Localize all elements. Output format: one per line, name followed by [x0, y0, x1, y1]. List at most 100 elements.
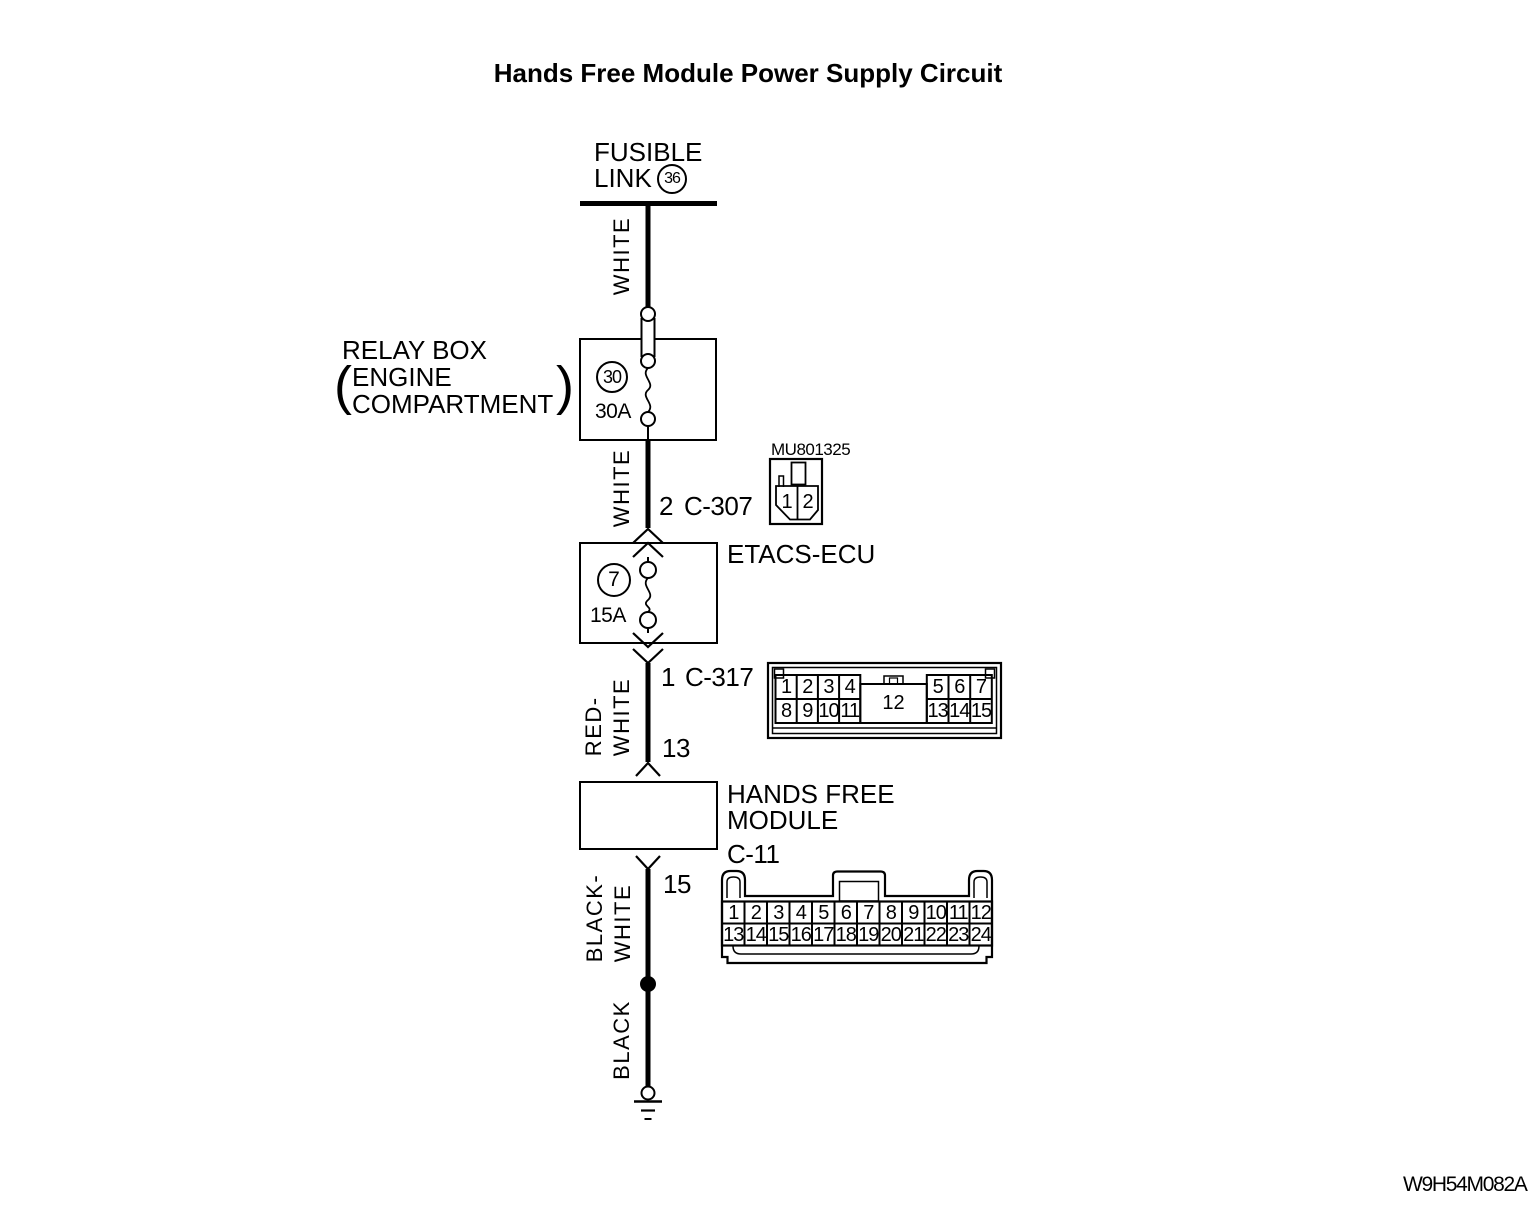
- c317-code-label: C-317: [685, 662, 754, 692]
- c11-connector-outline: [720, 869, 994, 965]
- connector-chevron-c317-box-side: [632, 632, 664, 649]
- hands-free-module-label-line1: HANDS FREE: [727, 779, 895, 809]
- fuse-15a-element: [644, 577, 652, 613]
- relay-box-label-line1: RELAY BOX: [342, 335, 487, 365]
- ground-terminal: [640, 1085, 656, 1101]
- wire-junction-dot: [640, 976, 656, 992]
- pin-number: 5: [932, 675, 944, 698]
- etacs-ecu-outline: [579, 542, 718, 644]
- pin-number: 18: [835, 923, 857, 946]
- pin-number: 6: [840, 901, 852, 924]
- pin-number: 10: [925, 901, 947, 924]
- pin-number: 2: [750, 901, 762, 924]
- pin-number: 20: [880, 923, 902, 946]
- pin-number: 1: [781, 491, 792, 513]
- pin-number: 10: [818, 699, 839, 722]
- c11-code-label: C-11: [727, 839, 780, 869]
- hands-free-module-label-line2: MODULE: [727, 805, 839, 835]
- relay-fuse-rating: 30A: [595, 400, 631, 423]
- connector-chevron-c11-in: [635, 761, 661, 777]
- pin-number: 4: [795, 901, 807, 924]
- connector-chevron-c307-wire-side: [632, 527, 664, 544]
- c11-bottom-tray: [732, 945, 980, 955]
- pin-number: 9: [802, 699, 813, 722]
- pin-number: 1: [781, 675, 792, 698]
- pin-number: 2: [802, 491, 813, 513]
- wire-color-label-white-2: WHITE: [609, 448, 634, 528]
- pin-number: 12: [970, 901, 992, 924]
- wire-color-black-white-line2: WHITE: [610, 883, 635, 963]
- pin-number: 11: [948, 901, 969, 924]
- relay-box-paren-open: (: [334, 356, 352, 416]
- relay-box-paren-close: ): [556, 356, 574, 416]
- c317-wire-pin-label: 1: [661, 662, 675, 692]
- fusible-link-label-line1: FUSIBLE: [594, 137, 703, 167]
- pin-number: 16: [790, 923, 812, 946]
- pin-number: 14: [745, 923, 767, 946]
- pin-number: 1: [728, 901, 739, 924]
- c317-center-tab: [883, 675, 904, 685]
- c11-center-tab-inner: [838, 880, 880, 902]
- pin-number: 7: [863, 901, 874, 924]
- fusible-link-capsule-mask: [642, 318, 654, 357]
- pin-number: 3: [823, 675, 834, 698]
- fusible-link-label-line2: LINK: [594, 163, 652, 193]
- wire-color-black-white-line1: BLACK-: [582, 873, 607, 963]
- pin-number: 13: [723, 923, 744, 946]
- etacs-fuse-number-badge: 7: [597, 563, 631, 597]
- pin-number: 5: [818, 901, 829, 924]
- wire-color-red-white-line1: RED-: [581, 696, 606, 757]
- pin-number: 7: [975, 675, 987, 698]
- relay-fuse-number-badge: 30: [596, 361, 628, 393]
- c11-ear-inner-left: [726, 876, 741, 898]
- fuse-15a-terminal-bottom: [639, 611, 657, 629]
- c317-center-pin: 12: [882, 692, 905, 714]
- pin-number: 11: [840, 699, 860, 722]
- connector-chevron-c307-box-side: [632, 541, 664, 558]
- etacs-fuse-number: 7: [608, 568, 620, 591]
- connector-chevron-c11-out: [635, 855, 661, 871]
- wire-color-label-black-white: BLACK- WHITE: [581, 874, 637, 962]
- pin-number: 22: [925, 923, 947, 946]
- c307-connector-outline: [768, 457, 824, 526]
- c317-module-pin-label: 13: [662, 733, 690, 763]
- c317-connector-inner: [771, 666, 998, 735]
- pin-number: 21: [903, 923, 924, 946]
- hands-free-module-outline: [579, 781, 718, 850]
- pin-number: 13: [927, 699, 949, 722]
- pin-number: 4: [844, 675, 856, 698]
- relay-fuse-number: 30: [602, 366, 622, 387]
- pin-number: 2: [802, 675, 813, 698]
- pin-number: 24: [970, 923, 992, 946]
- c307-connector-body: [775, 485, 819, 521]
- relay-box-label-line3: COMPARTMENT: [352, 389, 554, 419]
- pin-number: 17: [813, 923, 834, 946]
- c11-ear-inner-right: [973, 876, 988, 898]
- c11-module-pin-label: 15: [663, 869, 691, 899]
- pin-number: 15: [970, 699, 992, 722]
- etacs-fuse-rating: 15A: [590, 604, 626, 627]
- fusible-link-number: 36: [664, 170, 681, 187]
- c307-connector-hook: [778, 475, 785, 487]
- c307-wire-pin-label: 2: [659, 491, 673, 521]
- c307-connector-tab: [790, 461, 807, 486]
- pin-number: 14: [949, 699, 970, 722]
- c307-code-label: C-307: [684, 491, 753, 521]
- wire-color-label-white-1: WHITE: [609, 216, 634, 296]
- pin-number: 15: [768, 923, 789, 946]
- fusible-link-number-badge: 36: [657, 164, 687, 194]
- fusible-link-terminal-bottom: [640, 353, 656, 369]
- wire-color-label-black: BLACK: [609, 1000, 634, 1080]
- pin-number: 6: [954, 675, 965, 698]
- fuse-30a-terminal: [640, 411, 656, 427]
- fuse-30a-element: [644, 367, 652, 413]
- c11-grid-columns: [743, 901, 971, 946]
- pin-number: 19: [858, 923, 879, 946]
